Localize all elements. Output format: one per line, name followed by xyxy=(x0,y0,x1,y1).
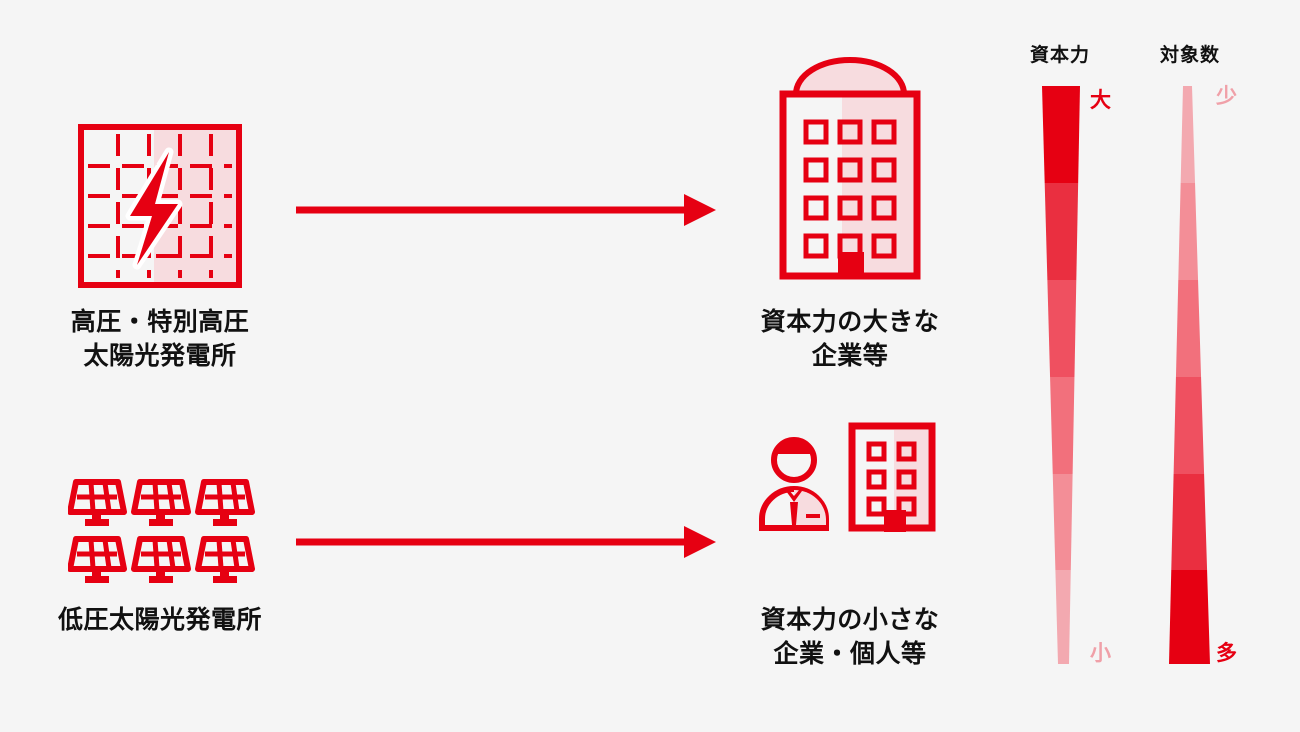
capital-strength-top-label: 大 xyxy=(1090,89,1111,112)
target-caption-large-company: 資本力の大きな 企業等 xyxy=(760,308,940,370)
flow-arrow-bottom xyxy=(296,522,716,567)
scale-title-target-count: 対象数 xyxy=(1159,45,1220,66)
lightning-bolt-icon xyxy=(125,147,183,270)
source-caption-low-voltage: 低圧太陽光発電所 xyxy=(57,606,262,634)
source-caption-high-voltage: 高圧・特別高圧 太陽光発電所 xyxy=(70,308,250,370)
target-caption-small-company: 資本力の小さな 企業・個人等 xyxy=(760,606,940,668)
small-building-icon xyxy=(848,422,936,532)
flow-arrow-top xyxy=(296,190,716,235)
large-office-building-icon xyxy=(770,56,930,291)
solar-farm-grid-icon xyxy=(78,124,242,293)
solar-panels-group-icon xyxy=(68,478,258,593)
scale-title-capital-strength: 資本力 xyxy=(1029,45,1090,66)
small-building-person-icon xyxy=(756,420,942,587)
target-count-bottom-label: 多 xyxy=(1216,642,1237,665)
target-count-top-label: 少 xyxy=(1216,85,1237,108)
capital-strength-gradient-bar xyxy=(1040,86,1090,669)
target-count-gradient-bar xyxy=(1160,86,1230,669)
capital-strength-bottom-label: 小 xyxy=(1090,642,1111,665)
person-icon xyxy=(759,437,829,531)
